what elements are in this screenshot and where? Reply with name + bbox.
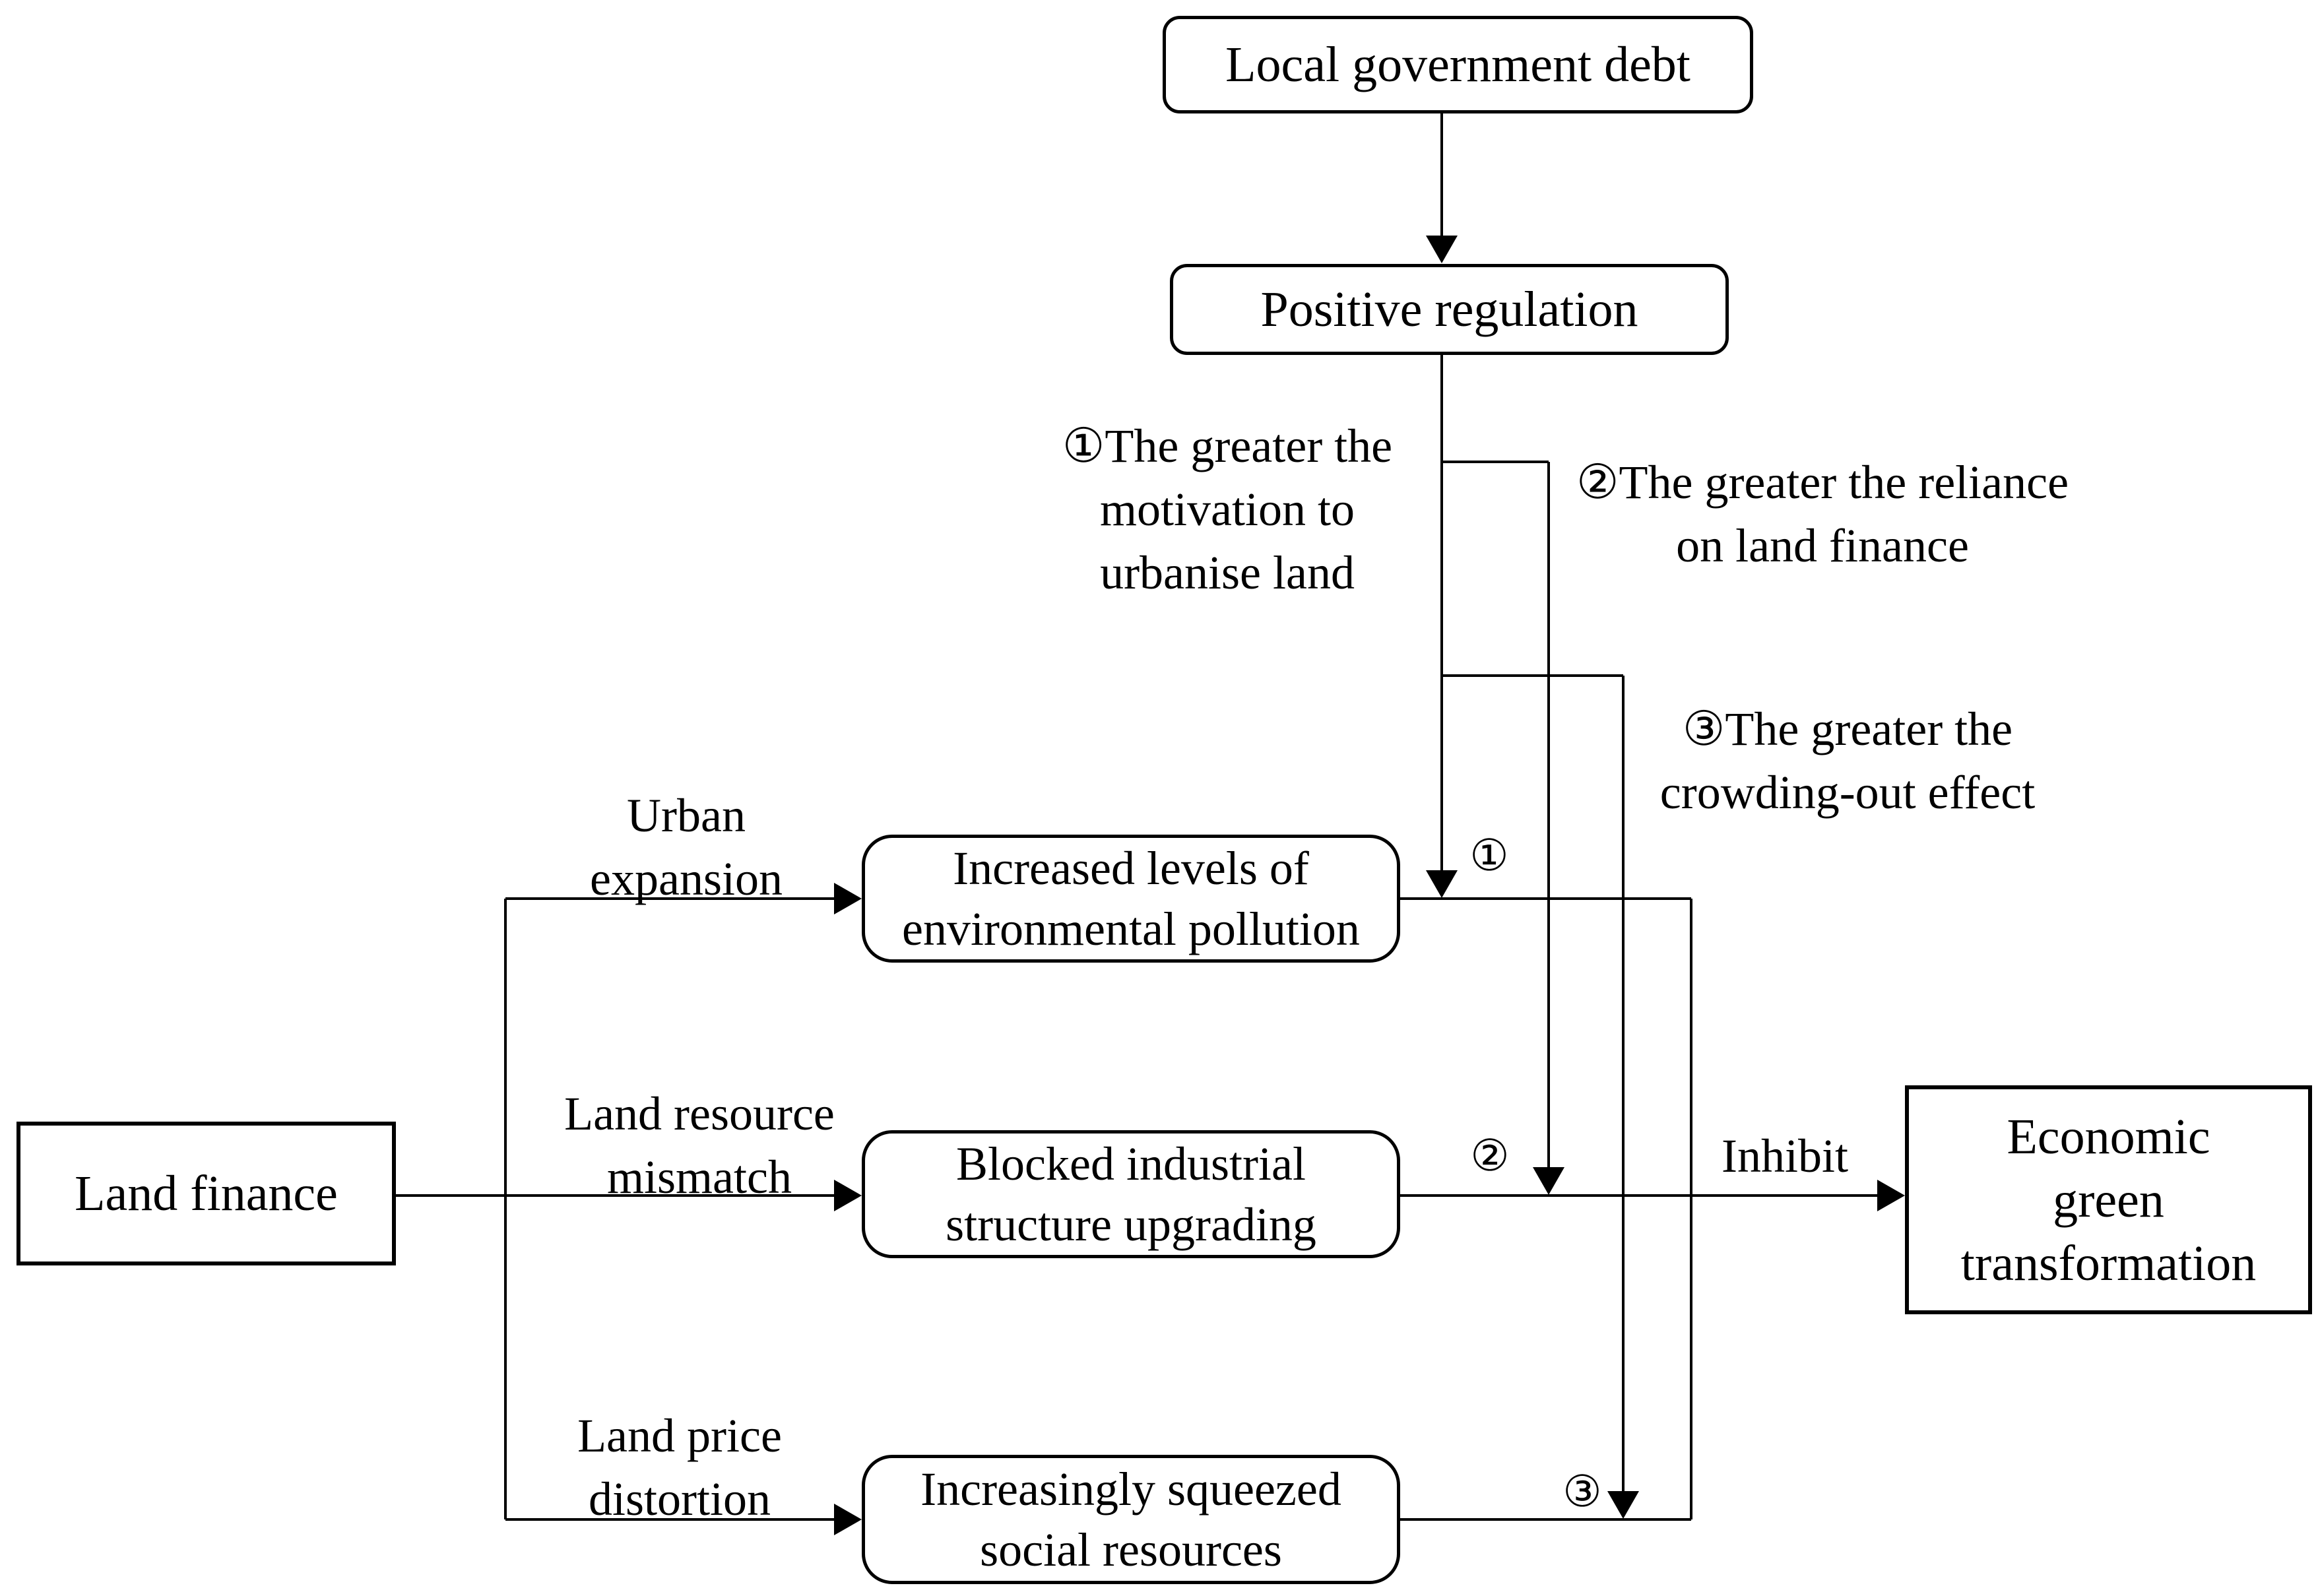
node-label-line: Increasingly squeezed xyxy=(920,1463,1341,1516)
arrowhead-down-icon xyxy=(1607,1491,1639,1519)
node-social-resources: Increasingly squeezed social resources xyxy=(862,1455,1400,1584)
annotation-motivation: ①The greater the motivation to urbanise … xyxy=(996,414,1458,604)
node-label: Local government debt xyxy=(1225,37,1690,92)
arrowhead-down-icon xyxy=(1533,1167,1564,1195)
edge-label-line: Urban xyxy=(627,789,746,842)
node-label-line: transformation xyxy=(1960,1235,2257,1291)
node-economic-green-transformation: Economic green transformation xyxy=(1905,1085,2312,1314)
node-positive-regulation: Positive regulation xyxy=(1170,264,1729,355)
edge-label-line: Land resource xyxy=(564,1087,835,1140)
annotation-line: ③The greater the xyxy=(1682,703,2013,755)
node-label: Positive regulation xyxy=(1260,282,1638,337)
marker-circled-2: ② xyxy=(1470,1135,1509,1178)
node-label-line: Increased levels of xyxy=(953,842,1309,895)
annotation-line: ②The greater the reliance xyxy=(1576,456,2069,509)
edge-label-urban-expansion: Urban expansion xyxy=(521,784,851,910)
marker-glyph: ② xyxy=(1470,1132,1510,1180)
arrowhead-right-icon xyxy=(834,883,862,914)
annotation-line: motivation to xyxy=(1100,483,1355,536)
arrowhead-right-icon xyxy=(834,1504,862,1535)
arrowhead-down-icon xyxy=(1426,236,1458,263)
marker-circled-3: ③ xyxy=(1562,1471,1601,1514)
node-industrial-upgrading: Blocked industrial structure upgrading xyxy=(862,1130,1400,1258)
arrowhead-right-icon xyxy=(834,1180,862,1211)
node-label-line: environmental pollution xyxy=(902,903,1360,955)
edge-label-land-price-distortion: Land price distortion xyxy=(515,1404,845,1531)
node-label-line: green xyxy=(2053,1172,2164,1228)
edge-label-line: distortion xyxy=(588,1473,771,1525)
edge-label-inhibit: Inhibit xyxy=(1722,1132,1848,1180)
annotation-crowding-out: ③The greater the crowding-out effect xyxy=(1617,697,2078,824)
annotation-line: urbanise land xyxy=(1100,546,1355,599)
edge-label-line: mismatch xyxy=(607,1151,792,1203)
marker-glyph: ① xyxy=(1469,832,1509,880)
arrowhead-right-icon xyxy=(1877,1180,1905,1211)
node-land-finance: Land finance xyxy=(16,1122,396,1265)
annotation-line: crowding-out effect xyxy=(1659,766,2036,819)
edge-label-line: Land price xyxy=(577,1409,782,1462)
node-local-government-debt: Local government debt xyxy=(1163,16,1753,113)
node-label-line: Economic xyxy=(2007,1108,2210,1165)
edge-label-line: Inhibit xyxy=(1722,1130,1848,1182)
node-label-line: Blocked industrial xyxy=(956,1137,1306,1190)
node-label-line: social resources xyxy=(980,1523,1282,1576)
marker-circled-1: ① xyxy=(1469,835,1508,878)
node-environmental-pollution: Increased levels of environmental pollut… xyxy=(862,835,1400,963)
edge-label-line: expansion xyxy=(590,852,783,905)
annotation-line: ①The greater the xyxy=(1062,420,1393,472)
marker-glyph: ③ xyxy=(1562,1468,1602,1516)
node-label-line: structure upgrading xyxy=(946,1198,1316,1251)
node-label: Land finance xyxy=(75,1166,338,1221)
arrowhead-down-icon xyxy=(1426,870,1458,898)
annotation-reliance: ②The greater the reliance on land financ… xyxy=(1562,451,2083,577)
edge-label-land-resource-mismatch: Land resource mismatch xyxy=(515,1082,884,1209)
annotation-line: on land finance xyxy=(1676,519,1969,572)
